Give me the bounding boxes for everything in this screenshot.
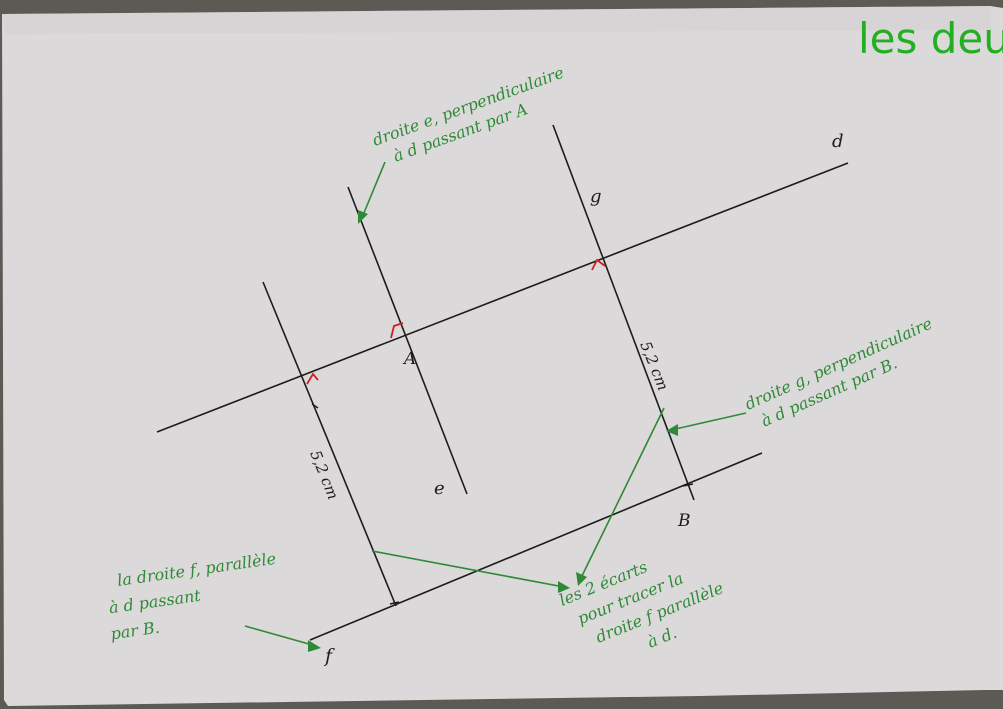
label-f: f [323,645,335,667]
line-d [156,162,849,433]
right-angle-mark-f [306,372,319,385]
tick-f-start [389,601,400,605]
arrow-e [360,161,386,221]
arrow-f [244,625,317,647]
arrow-gap-right [579,407,665,581]
label-g: g [590,186,602,207]
point-b-mark [682,483,694,487]
label-e: e [434,478,445,499]
right-angle-mark-a [390,322,404,339]
line-g [552,124,695,501]
line-e [347,186,468,495]
paper-shadow [2,6,992,34]
arrowhead-gap-left [558,581,570,593]
arrowhead-g [666,424,678,436]
arrow-gap-left [371,550,565,588]
arrowhead-e [358,210,368,224]
arrowhead-gap-right [576,572,587,586]
paper-sheet [2,6,1003,706]
point-a-label: A [402,349,416,369]
right-angle-mark-g [591,258,606,271]
label-d: d [832,131,844,152]
arrowhead-f [308,640,321,652]
slide-title: les deu [858,14,1003,63]
tick-left-start [311,403,319,409]
arrow-g [670,412,747,431]
line-f [309,452,763,641]
point-b-label: B [677,511,691,531]
